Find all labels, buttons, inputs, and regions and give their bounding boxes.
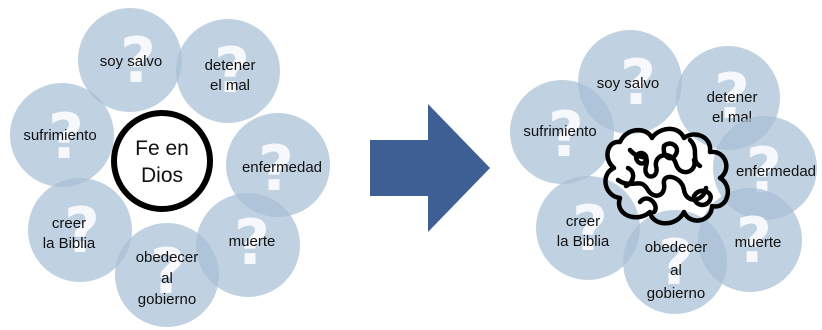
petal-label: detener [707,89,758,106]
petal-label: soy salvo [597,75,660,92]
left-petal-detener-el-mal: ? detener el mal [176,19,280,123]
right-cluster: ? soy salvo ? detener el mal ? sufrimien… [510,30,817,314]
left-petal-obedecer-al-gobierno: ? obedecer al gobierno [115,223,219,327]
question-mark-icon: ? [620,46,656,119]
question-mark-icon: ? [120,24,156,97]
petal-label: gobierno [138,291,196,308]
question-mark-icon: ? [258,132,294,205]
petal-label: al [161,270,173,287]
petal-label: el mal [210,77,250,94]
left-cluster: ? soy salvo ? detener el mal ? sufrimien… [10,8,330,327]
left-petal-enfermedad: ? enfermedad [226,113,330,217]
petal-label: enfermedad [736,163,816,180]
petal-label: sufrimiento [23,127,96,144]
petal-label: soy salvo [100,53,163,70]
petal-label: la Biblia [43,235,96,252]
center-label-line2: Dios [141,164,183,187]
petal-label: al [670,262,682,279]
question-mark-icon: ? [64,194,100,267]
left-petal-soy-salvo: ? soy salvo [78,8,182,112]
question-mark-icon: ? [736,204,772,277]
petal-label: sufrimiento [523,123,596,140]
petal-label: muerte [735,234,782,251]
right-petal-sufrimiento: ? sufrimiento [510,80,614,184]
right-arrow-icon [370,104,490,232]
petal-label: enfermedad [242,159,322,176]
petal-label: muerte [229,233,276,250]
center-ring [111,110,213,212]
petal-label: obedecer [645,239,708,256]
tangled-knot-icon [603,126,731,226]
right-petal-obedecer-al-gobierno: ? obedecer al gobierno [623,210,727,314]
faith-center: Fe en Dios [111,110,213,212]
petal-label: creer [566,213,600,230]
right-petal-creer-la-biblia: ? creer la Biblia [536,176,640,280]
question-mark-icon: ? [214,34,250,107]
question-mark-icon: ? [658,226,694,299]
question-mark-icon: ? [572,192,608,265]
question-mark-icon: ? [548,98,584,171]
petal-label: la Biblia [557,233,610,250]
left-petal-creer-la-biblia: ? creer la Biblia [28,178,132,282]
center-label-line1: Fe en [135,137,189,160]
petal-label: obedecer [136,249,199,266]
question-mark-icon: ? [150,235,186,308]
left-petal-muerte: ? muerte [196,193,300,297]
petal-label: detener [205,57,256,74]
petal-label: creer [52,215,86,232]
question-mark-icon: ? [234,206,270,279]
left-petal-sufrimiento: ? sufrimiento [10,83,114,187]
petal-label: gobierno [647,285,705,302]
question-mark-icon: ? [48,100,84,173]
